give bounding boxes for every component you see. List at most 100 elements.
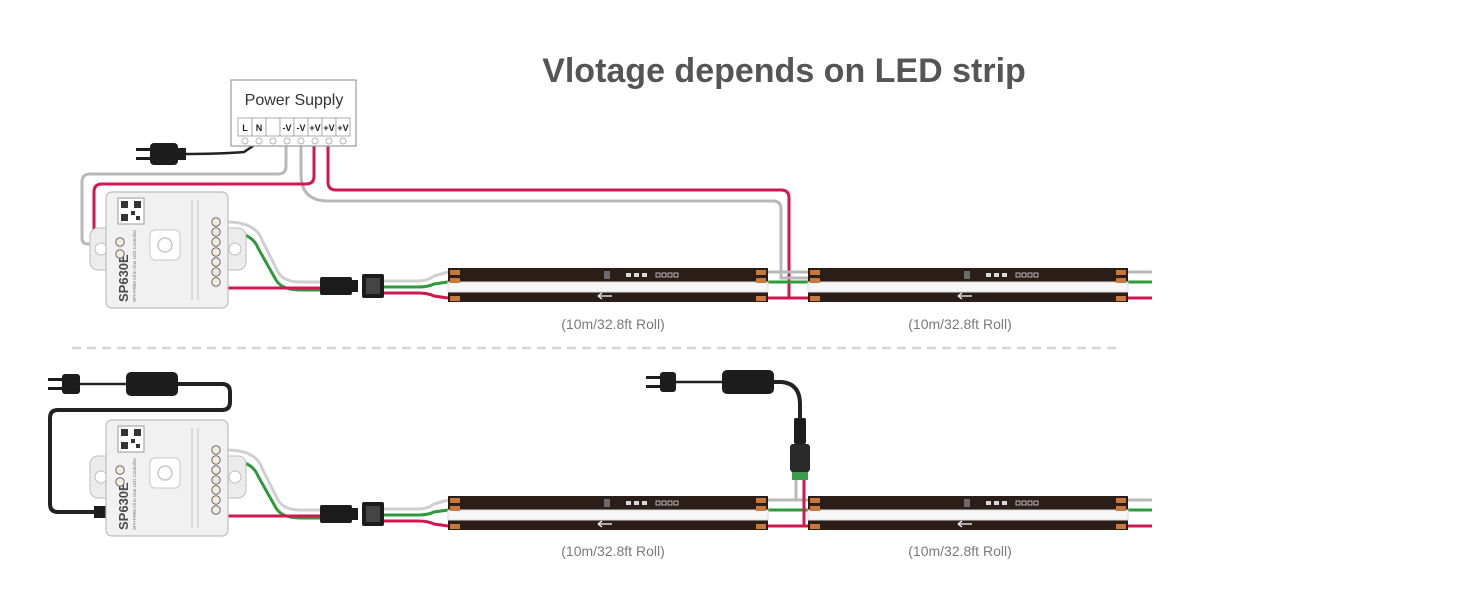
solder-pad [1116,524,1126,529]
component [1027,272,1033,278]
power-adapter-brick [722,370,774,394]
component [986,501,991,505]
component [673,500,679,506]
diagram-title: Vlotage depends on LED strip [542,52,1026,90]
solder-pad [810,296,820,301]
component [667,500,673,506]
component [626,273,631,277]
component [642,273,647,277]
controller-bottom [89,419,247,537]
solder-pad [450,506,460,511]
solder-pad [1116,270,1126,275]
component [1033,500,1039,506]
roll-label-bottom-right: (10m/32.8ft Roll) [908,543,1011,559]
dc-jack-connector [790,418,810,480]
led-strip-top-left [447,268,769,302]
solder-pad [756,278,766,283]
solder-pad [756,524,766,529]
solder-pad [1116,296,1126,301]
solder-pad [756,506,766,511]
component [1015,500,1021,506]
terminal-screw [297,137,305,145]
terminal-screw [255,137,263,145]
power-supply-label: Power Supply [245,92,344,109]
jst-connector-top [320,274,384,298]
component [661,272,667,278]
solder-pad [810,278,820,283]
component [1021,500,1027,506]
solder-pad [756,296,766,301]
strip-bottom-band [808,520,1128,530]
jst-connector-bottom [320,502,384,526]
solder-pad [450,278,460,283]
component [1027,500,1033,506]
direction-arrow-icon [957,520,972,528]
terminal-label: L [242,123,248,133]
solder-pad [810,270,820,275]
ic-chip [964,271,970,279]
strip-diffuser [807,281,1129,293]
solder-pad [1116,498,1126,503]
strip-bottom-band [448,520,768,530]
component [626,501,631,505]
direction-arrow-icon [597,292,612,300]
terminal-label: +V [337,123,348,133]
component [1002,273,1007,277]
terminal-label: -V [283,123,292,133]
component [1033,272,1039,278]
controller-top [89,191,247,309]
strip-diffuser [447,281,769,293]
direction-arrow-icon [597,520,612,528]
terminal-cell [335,117,351,137]
terminal-screw [325,137,333,145]
strip-bottom-band [808,292,1128,302]
terminal-screw [339,137,347,145]
component [994,273,999,277]
solder-pad [450,296,460,301]
strip-diffuser [447,509,769,521]
strip-diffuser [807,509,1129,521]
solder-pad [450,524,460,529]
ac-plug-icon [48,374,80,394]
component [661,500,667,506]
led-strip-bottom-right [807,496,1129,530]
solder-pad [450,498,460,503]
ic-chip [604,271,610,279]
component [655,500,661,506]
terminal-label: +V [323,123,334,133]
roll-label-bottom-left: (10m/32.8ft Roll) [561,543,664,559]
terminal-screw [283,137,291,145]
terminal-screw [269,137,277,145]
ic-chip [964,499,970,507]
solder-pad [756,270,766,275]
component [634,501,639,505]
terminal-label: -V [297,123,306,133]
component [1021,272,1027,278]
solder-pad [1116,506,1126,511]
component [667,272,673,278]
roll-label-top-right: (10m/32.8ft Roll) [908,316,1011,332]
component [1002,501,1007,505]
component [673,272,679,278]
component [634,273,639,277]
ac-plug-icon [136,143,186,165]
power-adapter-brick [126,372,178,396]
component [994,501,999,505]
solder-pad [450,270,460,275]
solder-pad [810,524,820,529]
solder-pad [1116,278,1126,283]
led-strip-top-right [807,268,1129,302]
terminal-label: N [256,123,263,133]
terminal-screw [241,137,249,145]
component [655,272,661,278]
component [986,273,991,277]
terminal-screw [311,137,319,145]
terminal-cell [265,117,281,137]
component [1015,272,1021,278]
roll-label-top-left: (10m/32.8ft Roll) [561,316,664,332]
direction-arrow-icon [957,292,972,300]
solder-pad [810,498,820,503]
component [642,501,647,505]
